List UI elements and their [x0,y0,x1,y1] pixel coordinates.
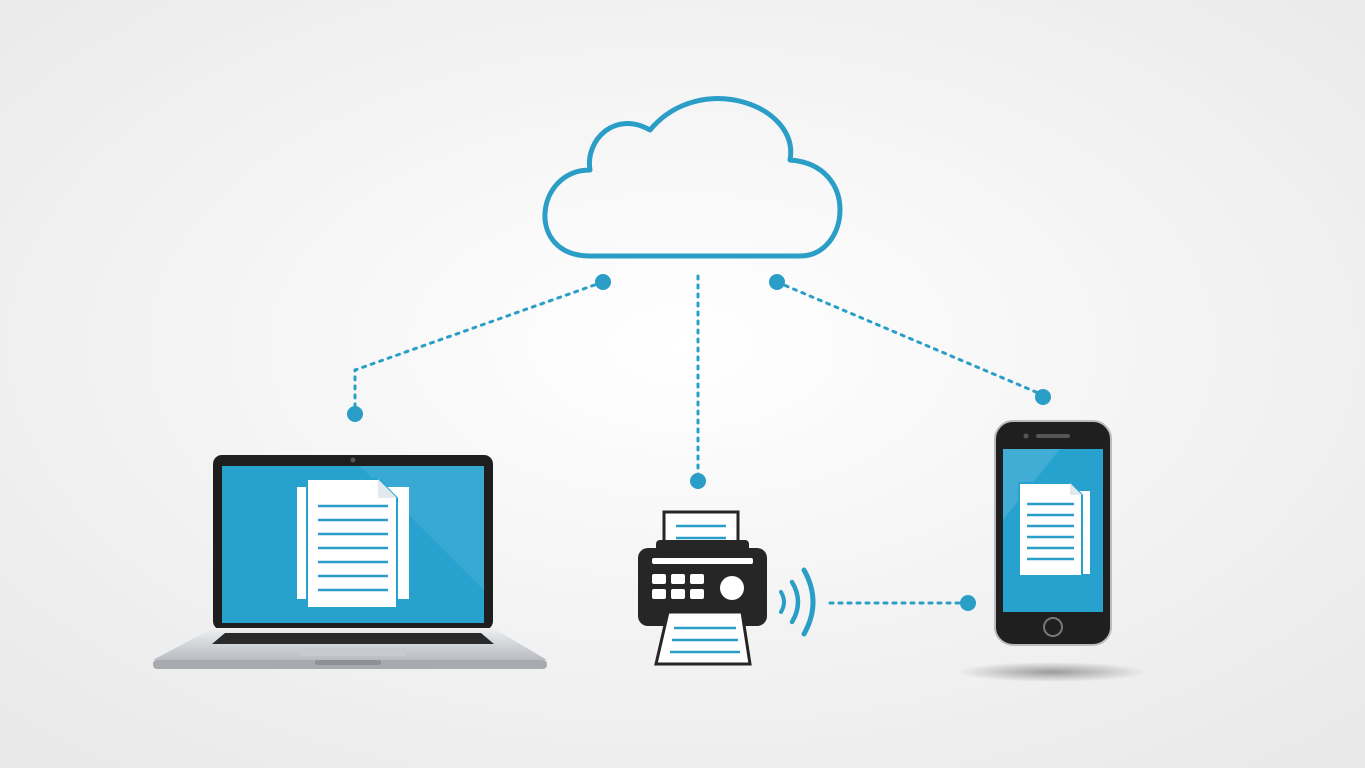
fax-machine-icon [638,510,767,666]
document-icon [1018,482,1090,577]
cloud-icon [542,96,843,259]
laptop-icon [153,455,547,669]
connector-fax-phone [828,595,976,611]
wireless-signal-icon [779,567,816,637]
connector-cloud-phone [769,274,1051,405]
smartphone-icon [957,420,1147,682]
connector-cloud-laptop [347,274,611,422]
connector-cloud-fax [690,274,706,489]
document-icon [297,478,409,609]
